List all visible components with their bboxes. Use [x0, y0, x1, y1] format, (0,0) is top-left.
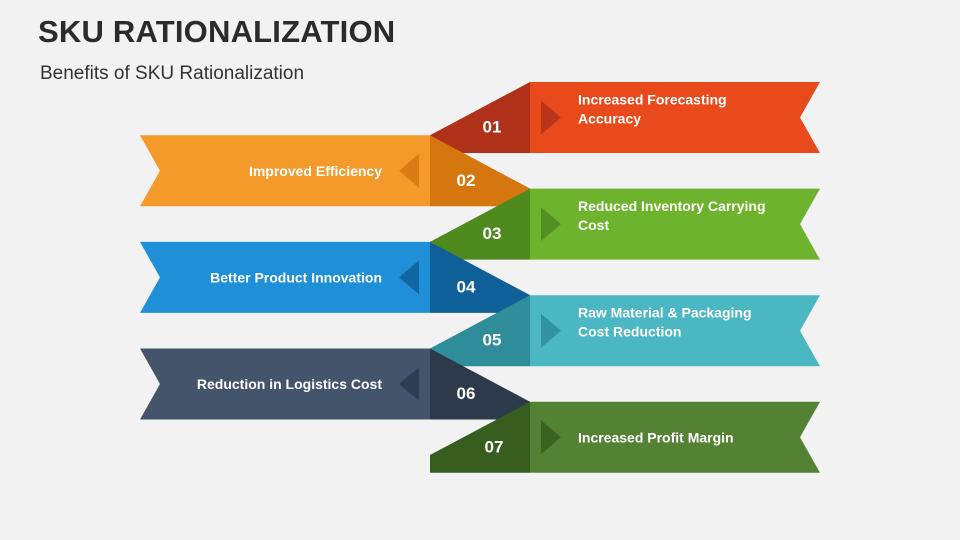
- arrow-left-icon: [399, 260, 419, 295]
- arrow-left-icon: [399, 153, 419, 188]
- ribbon-banner-5: [530, 295, 820, 367]
- benefit-label-1-line-2: Accuracy: [578, 111, 641, 127]
- step-number-5: 05: [483, 331, 502, 350]
- arrow-right-icon: [541, 207, 561, 242]
- ribbon-banner-7: [530, 401, 820, 473]
- ribbon-banner-6: [140, 348, 430, 420]
- step-number-6: 06: [457, 384, 476, 403]
- benefit-label-6: Reduction in Logistics Cost: [197, 376, 382, 392]
- arrow-right-icon: [541, 420, 561, 455]
- benefit-label-7: Increased Profit Margin: [578, 429, 734, 445]
- page-subtitle: Benefits of SKU Rationalization: [40, 63, 305, 84]
- step-number-3: 03: [483, 224, 502, 243]
- benefit-label-3-line-2: Cost: [578, 217, 609, 233]
- benefit-label-2: Improved Efficiency: [249, 163, 382, 179]
- benefit-label-3-line-1: Reduced Inventory Carrying: [578, 198, 766, 214]
- ribbon-fold-1: [430, 82, 530, 153]
- benefit-label-5-line-1: Raw Material & Packaging: [578, 305, 752, 321]
- arrow-left-icon: [399, 367, 419, 401]
- ribbon-fold-2: [430, 135, 530, 207]
- ribbon-fold-6: [430, 348, 530, 420]
- step-number-2: 02: [457, 171, 476, 190]
- ribbon-fold-7: [430, 401, 530, 473]
- ribbon-banner-2: [140, 135, 430, 207]
- ribbon-fold-3: [430, 188, 530, 260]
- ribbon-fold-5: [430, 295, 530, 367]
- ribbon-banner-1: [530, 82, 820, 153]
- benefit-label-4: Better Product Innovation: [210, 269, 382, 285]
- step-number-1: 01: [483, 118, 502, 137]
- arrow-right-icon: [541, 100, 561, 135]
- benefit-label-1-line-1: Increased Forecasting: [578, 92, 727, 108]
- ribbon-banner-3: [530, 188, 820, 260]
- ribbon-fold-4: [430, 241, 530, 313]
- ribbon-banner-4: [140, 241, 430, 313]
- page-title: SKU RATIONALIZATION: [38, 14, 396, 49]
- step-number-4: 04: [457, 277, 476, 296]
- benefit-label-5-line-2: Cost Reduction: [578, 324, 681, 340]
- step-number-7: 07: [485, 437, 504, 456]
- arrow-right-icon: [541, 313, 561, 348]
